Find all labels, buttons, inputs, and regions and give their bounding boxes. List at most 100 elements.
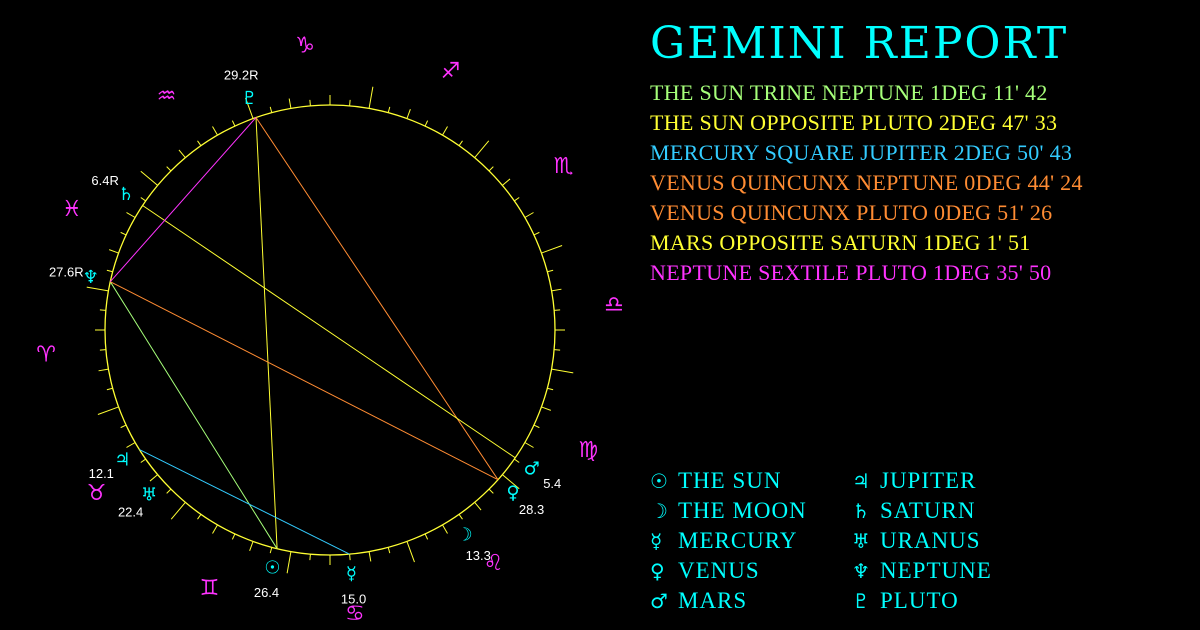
degree-tick	[212, 126, 218, 136]
degree-tick	[126, 212, 136, 218]
legend-item-sun: ☉ THE SUN	[650, 468, 781, 498]
degree-tick	[109, 249, 119, 254]
degree-tick	[442, 524, 448, 534]
uranus-icon: ♅	[852, 529, 870, 553]
degree-tick	[547, 387, 554, 391]
aspect-item: NEPTUNE SEXTILE PLUTO 1DEG 35' 50	[650, 260, 1052, 285]
degree-tick	[99, 309, 106, 311]
degree-tick	[541, 245, 563, 254]
degree-tick	[474, 140, 490, 158]
leo-sign-icon: ♌	[484, 551, 504, 576]
legend-item-saturn: ♄SATURN	[852, 498, 975, 528]
natal-chart-wheel: ♈♉♊♋♌♍♎♏♐♑♒♓☉26.4☽13.3☿15.0♀28.3♂5.4♃12.…	[36, 34, 624, 627]
legend-label: JUPITER	[880, 468, 977, 493]
virgo-sign-icon: ♍	[578, 438, 598, 463]
venus-degree-label: 28.3	[519, 502, 544, 517]
aspect-list: THE SUN TRINE NEPTUNE 1DEG 11' 42 THE SU…	[650, 78, 1083, 288]
mars-icon: ♂	[524, 459, 540, 480]
mercury-icon: ☿	[650, 529, 663, 553]
legend-label: THE SUN	[678, 468, 782, 493]
degree-tick	[170, 502, 186, 520]
aspect-line-venus-pluto	[255, 117, 499, 480]
degree-tick	[424, 120, 429, 127]
uranus-icon: ♅	[141, 485, 157, 506]
degree-tick	[231, 533, 236, 540]
degree-tick	[551, 288, 562, 292]
sun-icon: ☉	[650, 469, 668, 493]
aspect-item: VENUS QUINCUNX PLUTO 0DEG 51' 26	[650, 200, 1053, 225]
aries-sign-icon: ♈	[36, 342, 56, 367]
pluto-icon: ♇	[852, 589, 870, 613]
degree-tick	[524, 212, 534, 218]
degree-tick	[514, 197, 520, 202]
degree-tick	[140, 170, 158, 186]
legend-label: THE MOON	[678, 498, 807, 523]
degree-tick	[140, 197, 146, 202]
degree-tick	[106, 387, 113, 391]
degree-tick	[368, 86, 374, 109]
sun-icon: ☉	[264, 558, 280, 579]
legend-label: MARS	[678, 588, 748, 613]
degree-tick	[474, 502, 482, 511]
degree-tick	[120, 231, 127, 236]
degree-tick	[140, 458, 146, 463]
degree-tick	[166, 166, 172, 172]
degree-tick	[424, 533, 429, 540]
legend-label: NEPTUNE	[880, 558, 992, 583]
degree-tick	[458, 140, 463, 146]
libra-sign-icon: ♎	[604, 293, 624, 318]
pisces-sign-icon: ♓	[62, 197, 82, 222]
degree-tick	[406, 541, 415, 563]
legend-item-mercury: ☿ MERCURY	[650, 528, 797, 558]
aspect-line-sun-pluto	[255, 117, 278, 549]
saturn-degree-label: 6.4R	[91, 173, 118, 188]
degree-tick	[309, 99, 311, 106]
saturn-icon: ♄	[118, 184, 134, 205]
taurus-sign-icon: ♉	[87, 481, 107, 506]
legend-item-mars: ♂ MARS	[650, 588, 747, 618]
degree-tick	[231, 120, 236, 127]
degree-tick	[458, 514, 463, 520]
degree-tick	[406, 109, 411, 119]
degree-tick	[547, 269, 554, 273]
aspect-line-mars-saturn	[142, 205, 516, 459]
degree-tick	[502, 178, 511, 186]
degree-tick	[349, 554, 351, 561]
cancer-sign-icon: ♋	[345, 601, 365, 626]
pluto-icon: ♇	[241, 88, 257, 109]
report-title: GEMINI REPORT	[650, 18, 1069, 69]
aspect-item: MARS OPPOSITE SATURN 1DEG 1' 51	[650, 230, 1031, 255]
degree-tick	[514, 458, 520, 463]
degree-tick	[502, 474, 520, 490]
degree-tick	[249, 541, 254, 551]
degree-tick	[166, 488, 172, 494]
degree-tick	[286, 551, 292, 574]
degree-tick	[126, 442, 136, 448]
moon-icon: ☽	[650, 499, 668, 523]
mercury-icon: ☿	[346, 564, 357, 585]
degree-tick	[387, 547, 391, 554]
legend-item-jupiter: ♃JUPITER	[852, 468, 976, 498]
aspect-item: VENUS QUINCUNX NEPTUNE 0DEG 44' 24	[650, 170, 1083, 195]
legend-item-moon: ☽ THE MOON	[650, 498, 807, 528]
saturn-icon: ♄	[852, 499, 870, 523]
legend-label: PLUTO	[880, 588, 959, 613]
degree-tick	[197, 514, 202, 520]
degree-tick	[554, 309, 561, 311]
degree-tick	[551, 368, 574, 374]
mars-icon: ♂	[650, 589, 668, 613]
degree-tick	[120, 424, 127, 429]
jupiter-degree-label: 12.1	[89, 466, 114, 481]
aspect-line-neptune-pluto	[109, 117, 257, 283]
degree-tick	[288, 98, 292, 109]
neptune-degree-label: 27.6R	[49, 265, 84, 280]
gemini-sign-icon: ♊	[200, 576, 220, 601]
degree-tick	[197, 140, 202, 146]
mercury-degree-label: 15.0	[341, 591, 366, 606]
degree-tick	[387, 106, 391, 113]
sun-degree-label: 26.4	[254, 585, 279, 600]
uranus-degree-label: 22.4	[118, 505, 143, 520]
legend-label: MERCURY	[678, 528, 798, 553]
degree-tick	[309, 554, 311, 561]
moon-icon: ☽	[456, 524, 472, 545]
